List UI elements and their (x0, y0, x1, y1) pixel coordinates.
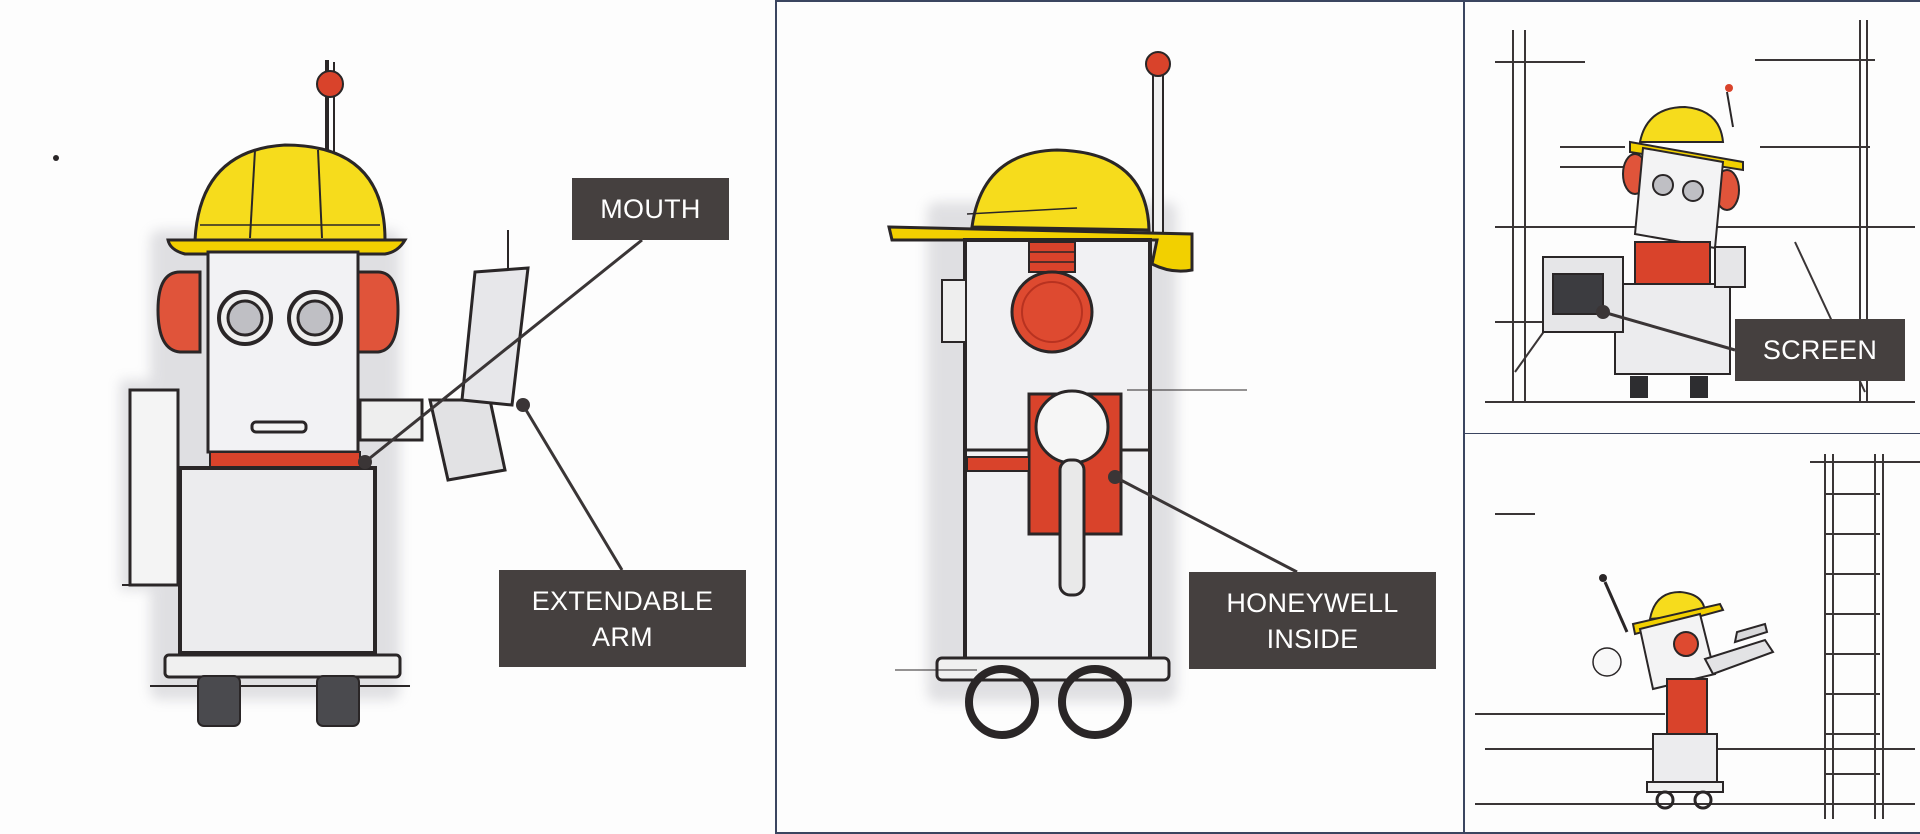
screen-scene-sketch (1485, 20, 1915, 403)
honeywell-leader-line (1114, 475, 1298, 574)
wheels (197, 675, 360, 727)
screen-label: SCREEN (1762, 335, 1878, 365)
robot-body (150, 466, 410, 687)
screen-scene-panel: SCREEN (1465, 0, 1920, 434)
ladder-scene-panel (1465, 434, 1920, 834)
screen-callout: SCREEN (1735, 319, 1905, 381)
robot-small (1592, 574, 1775, 810)
mouth-callout: MOUTH (572, 178, 729, 240)
mouth-label: MOUTH (600, 194, 701, 224)
mouth-slot (250, 420, 308, 434)
robot-body (935, 238, 1171, 682)
front-view-panel: MOUTH EXTENDABLE ARM (0, 0, 775, 834)
extendable-arm-callout: EXTENDABLE ARM (499, 570, 746, 667)
ladder-scene-sketch (1475, 454, 1920, 819)
side-view-panel: HONEYWELL INSIDE (775, 0, 1465, 834)
extendable-arm-label-line2: ARM (592, 621, 653, 652)
extendable-arm-label-line1: EXTENDABLE (531, 585, 714, 616)
screen-leader-line (1602, 310, 1736, 352)
ear-muffs (156, 270, 400, 354)
side-panel (128, 388, 180, 587)
wheels (965, 665, 1132, 739)
arm-leader-line (521, 404, 624, 571)
robot-small (1542, 84, 1746, 398)
honeywell-label-line2: INSIDE (1266, 623, 1359, 654)
honeywell-callout: HONEYWELL INSIDE (1189, 572, 1436, 669)
mouth-leader-line (364, 238, 643, 464)
hard-hat (166, 143, 408, 256)
honeywell-label-line1: HONEYWELL (1226, 587, 1399, 618)
side-view-sketch (887, 51, 1298, 739)
front-view-sketch (53, 60, 643, 727)
robot-head (206, 250, 360, 454)
